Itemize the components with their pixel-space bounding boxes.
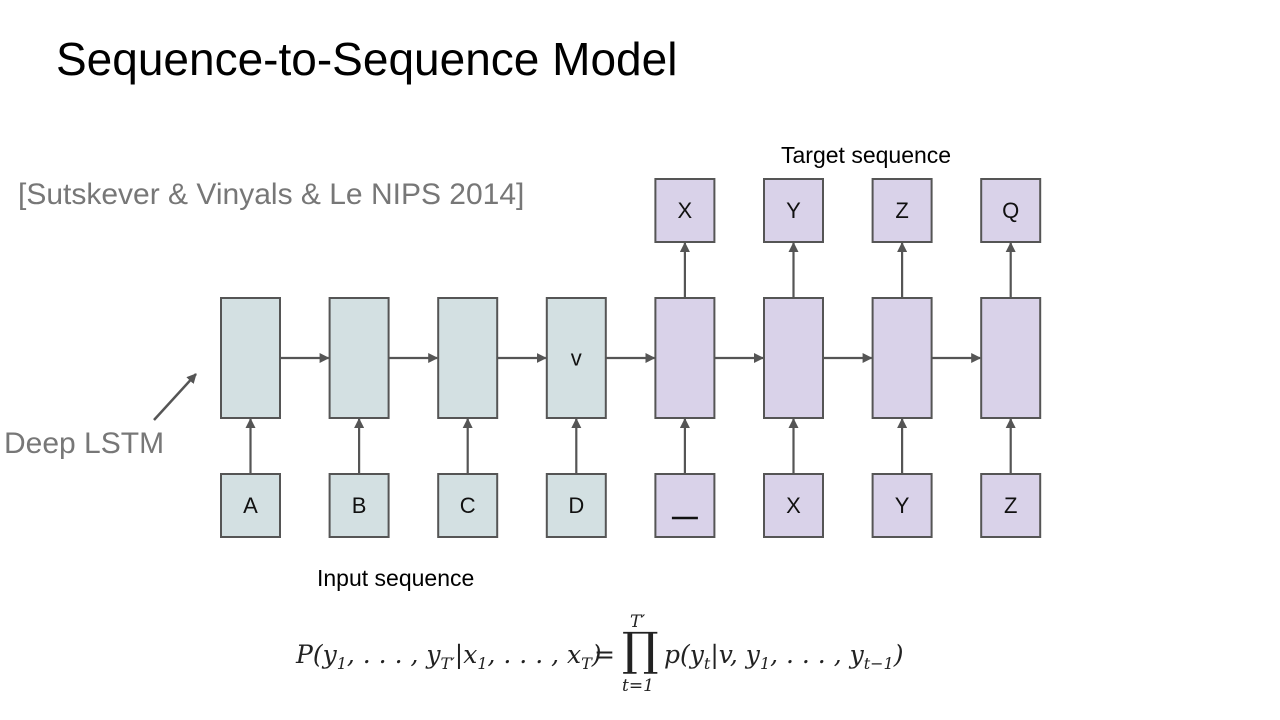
probability-formula: P(y1, . . . , yT′|x1, . . . , xT) = ∏ T′… [296, 612, 916, 702]
formula-lhs: P(y1, . . . , yT′|x1, . . . , xT) [296, 640, 602, 673]
slide-title: Sequence-to-Sequence Model [56, 33, 678, 85]
citation-text: [Sutskever & Vinyals & Le NIPS 2014] [18, 178, 525, 211]
input-token-label: C [460, 493, 476, 518]
input-token-label: D [568, 493, 584, 518]
encoder-lstm-cell [220, 297, 281, 419]
input-token-box [654, 473, 716, 538]
input-token-box [871, 473, 933, 538]
product-symbol: ∏ [622, 622, 659, 676]
input-token-label: Y [895, 493, 910, 518]
target-sequence-label: Target sequence [781, 142, 952, 168]
input-sequence-label: Input sequence [317, 565, 475, 591]
input-token-label: A [243, 493, 258, 518]
output-token-label: Z [895, 198, 908, 223]
output-token-box [871, 178, 933, 243]
decoder-lstm-cell [980, 297, 1042, 419]
input-token-box [220, 473, 281, 538]
encoder-lstm-cell [545, 297, 607, 419]
output-token-label: Y [786, 198, 801, 223]
input-token-label: X [786, 493, 801, 518]
input-token-box [437, 473, 499, 538]
output-token-box [763, 178, 824, 243]
context-vector-label: v [571, 346, 582, 371]
decoder-lstm-cell [654, 297, 716, 419]
encoder-lstm-cell [437, 297, 499, 419]
deep-lstm-label: Deep LSTM [4, 427, 165, 460]
encoder-lstm-cell [328, 297, 390, 419]
deep-lstm-pointer-arrow [153, 373, 197, 421]
product-lower-limit: t=1 [622, 676, 654, 696]
input-token-box [545, 473, 607, 538]
decoder-lstm-cell [763, 297, 824, 419]
output-token-label: Q [1002, 198, 1019, 223]
input-token-label: B [352, 493, 367, 518]
output-token-box [654, 178, 716, 243]
decoder-lstm-cell [871, 297, 933, 419]
formula-equals: = [594, 640, 615, 669]
output-token-label: X [678, 198, 693, 223]
formula-rhs: p(yt|v, y1, . . . , yt−1) [664, 640, 904, 673]
input-token-box [328, 473, 390, 538]
input-token-box [980, 473, 1042, 538]
product-upper-limit: T′ [630, 612, 646, 632]
input-token-label: Z [1004, 493, 1017, 518]
